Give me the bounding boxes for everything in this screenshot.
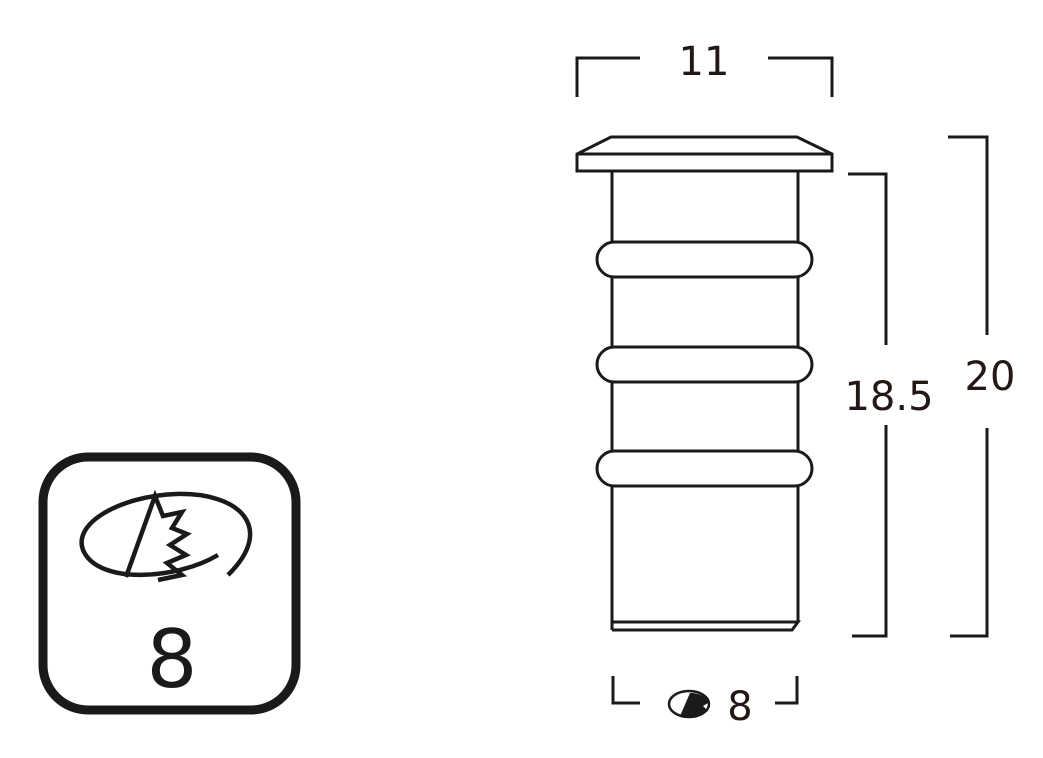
top-width-dimension: 11	[575, 39, 834, 97]
plug-ring-3	[595, 449, 814, 488]
total-length-label: 20	[965, 354, 1016, 400]
plug-bottom	[612, 620, 801, 632]
small-drill-hole-icon	[667, 689, 711, 719]
top-width-label: 11	[679, 39, 730, 85]
drill-hole-icon	[79, 489, 253, 583]
plug-ring-2	[595, 345, 814, 384]
drill-diameter-label: 8	[727, 684, 752, 730]
badge-value: 8	[147, 613, 198, 706]
plug-part	[575, 135, 834, 632]
drill-size-badge: 8	[38, 452, 301, 715]
drill-diameter-dimension: 8	[611, 676, 799, 730]
body-length-dimension: 18.5	[844, 172, 934, 638]
body-length-label: 18.5	[844, 374, 933, 420]
plug-ring-1	[595, 240, 814, 279]
total-length-dimension: 20	[948, 135, 1016, 638]
badge-frame	[38, 452, 301, 715]
